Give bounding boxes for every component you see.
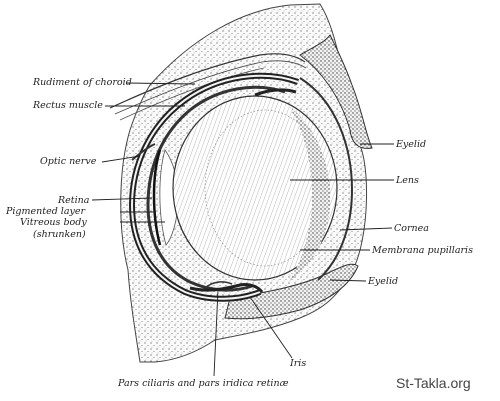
label-cornea: Cornea (394, 223, 429, 234)
watermark-text: St-Takla.org (396, 375, 471, 391)
label-eyelid-lower: Eyelid (368, 276, 399, 287)
label-retina: Retina (58, 195, 90, 206)
lower-eyelid (224, 263, 359, 320)
label-rectus-muscle: Rectus muscle (33, 100, 103, 111)
label-vitreous-body-shrunken: (shrunken) (33, 229, 86, 240)
label-eyelid-upper: Eyelid (396, 139, 427, 150)
rectus-muscle (109, 53, 306, 109)
leader-lines (91, 82, 394, 377)
label-pigmented-layer: Pigmented layer (6, 206, 86, 217)
iris (189, 283, 264, 294)
retina-layer (146, 85, 286, 292)
label-vitreous-body: Vitreous body (20, 217, 87, 228)
label-membrana-pupillaris: Membrana pupillaris (372, 245, 473, 256)
cornea (299, 77, 354, 281)
upper-eyelid (299, 34, 373, 149)
label-lens: Lens (396, 175, 419, 186)
label-iris: Iris (290, 358, 307, 369)
pigmented-layer (152, 149, 162, 246)
label-rudiment-of-choroid: Rudiment of choroid (33, 77, 132, 88)
lens (172, 95, 338, 281)
label-optic-nerve: Optic nerve (40, 156, 97, 167)
optic-nerve (131, 143, 156, 161)
label-pars-ciliaris: Pars ciliaris and pars iridica retinæ (118, 378, 289, 389)
